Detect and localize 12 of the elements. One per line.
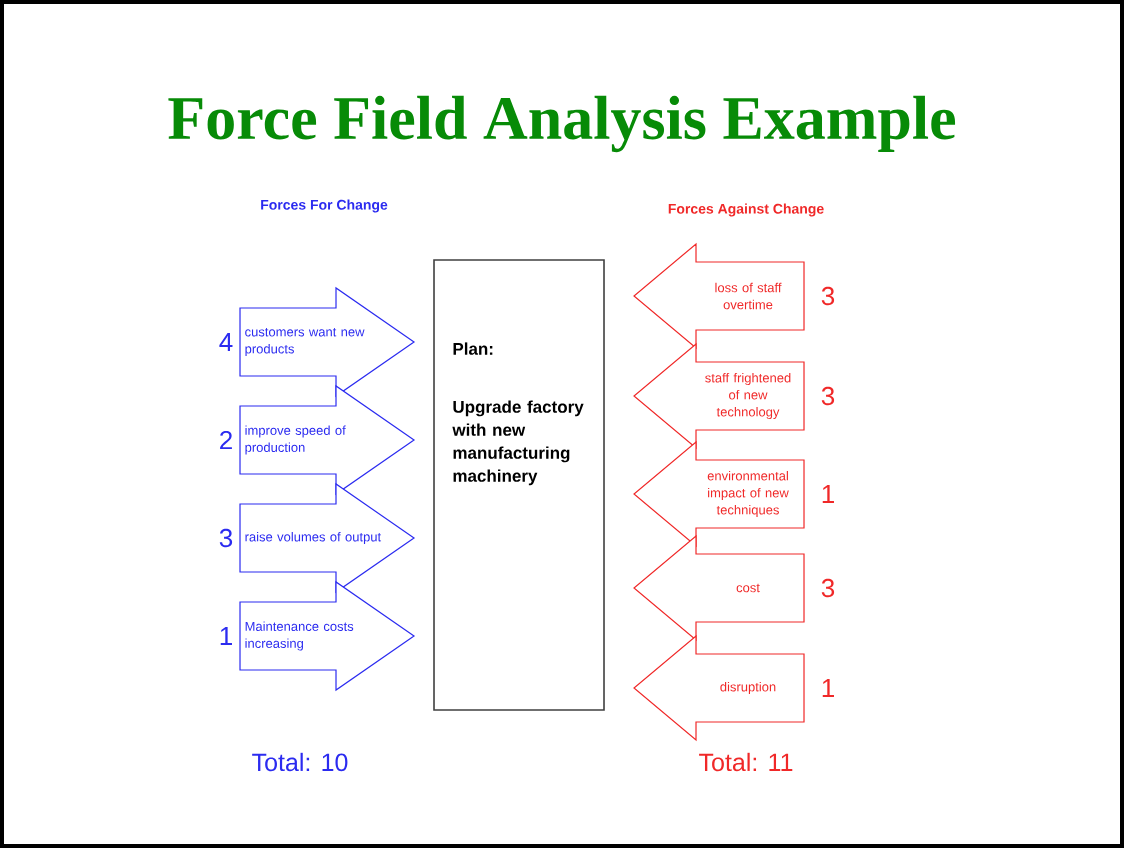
weight-number: 3: [821, 386, 835, 406]
weight-number: 1: [822, 679, 834, 697]
weight-number: 1: [220, 627, 232, 645]
weight-number: 2: [220, 430, 232, 450]
weight-number: 1: [822, 485, 834, 503]
weight-number: 4: [219, 333, 233, 351]
weight-number: 3: [821, 286, 835, 306]
total-label: Total: 10: [252, 752, 348, 772]
plan-box: Plan: Upgrade factory with new manufacturing machinery: [433, 259, 605, 711]
title: Force Field Analysis Example: [168, 95, 956, 153]
weight-number: 3: [821, 578, 835, 598]
weight-number: 3: [219, 528, 233, 548]
